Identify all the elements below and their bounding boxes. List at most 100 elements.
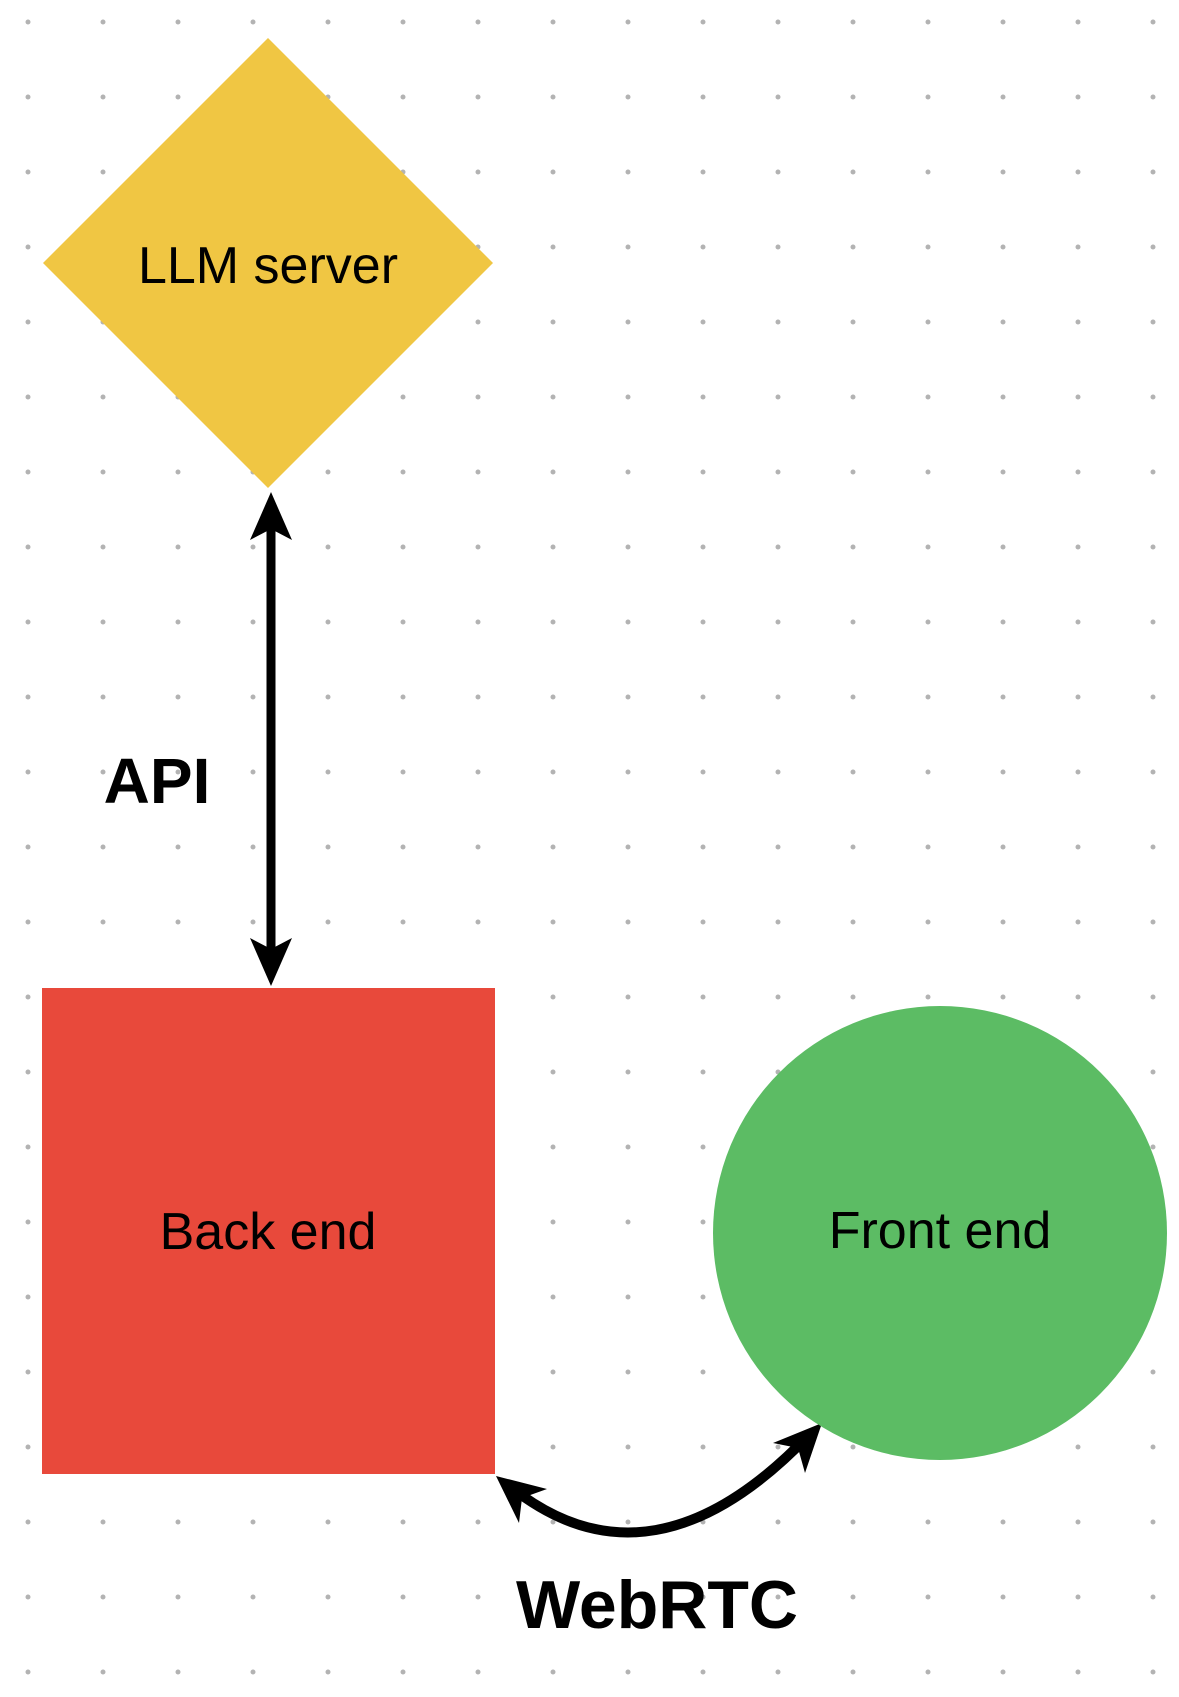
grid-dot — [700, 919, 706, 925]
edge-webrtc-arrow[interactable] — [496, 1423, 822, 1538]
grid-dot — [625, 169, 631, 175]
grid-dot — [100, 469, 106, 475]
node-front-end[interactable] — [713, 1006, 1167, 1460]
grid-dot — [925, 469, 931, 475]
grid-dot — [850, 94, 856, 100]
grid-dot — [1000, 394, 1006, 400]
grid-dot — [475, 469, 481, 475]
grid-dot — [925, 19, 931, 25]
webrtc-arrow-curve[interactable] — [508, 1432, 812, 1538]
edge-webrtc-label[interactable]: WebRTC — [516, 1567, 798, 1643]
edge-api-label[interactable]: API — [104, 745, 211, 817]
grid-dot — [1150, 169, 1156, 175]
grid-dot — [1150, 1594, 1156, 1600]
grid-dot — [1075, 619, 1081, 625]
grid-dot — [700, 19, 706, 25]
grid-dot — [700, 619, 706, 625]
arrowhead-upright-icon[interactable] — [773, 1423, 822, 1473]
grid-dot — [850, 769, 856, 775]
grid-dot — [625, 394, 631, 400]
grid-dot — [850, 394, 856, 400]
grid-dot — [25, 319, 31, 325]
grid-dot — [475, 1669, 481, 1675]
grid-dot — [550, 1294, 556, 1300]
grid-dot — [25, 1369, 31, 1375]
grid-dot — [550, 469, 556, 475]
grid-dot — [625, 844, 631, 850]
grid-dot — [1075, 319, 1081, 325]
grid-dot — [1075, 994, 1081, 1000]
grid-dot — [175, 469, 181, 475]
grid-dot — [400, 1594, 406, 1600]
grid-dot — [775, 844, 781, 850]
node-front-end-label[interactable]: Front end — [829, 1202, 1052, 1260]
grid-dot — [700, 994, 706, 1000]
grid-dot — [625, 1444, 631, 1450]
grid-dot — [475, 694, 481, 700]
grid-dot — [475, 919, 481, 925]
arrowhead-down-icon[interactable] — [250, 938, 292, 986]
grid-dot — [175, 769, 181, 775]
grid-dot — [925, 1594, 931, 1600]
grid-dot — [700, 844, 706, 850]
edge-api-arrow[interactable] — [250, 492, 292, 986]
grid-dot — [775, 1519, 781, 1525]
grid-dot — [1150, 1519, 1156, 1525]
grid-dot — [475, 319, 481, 325]
grid-dot — [1150, 619, 1156, 625]
node-llm-server-label[interactable]: LLM server — [138, 237, 398, 295]
grid-dot — [325, 1669, 331, 1675]
grid-dot — [700, 319, 706, 325]
grid-dot — [475, 769, 481, 775]
grid-dot — [1150, 694, 1156, 700]
node-back-end-label[interactable]: Back end — [160, 1203, 377, 1261]
arrowhead-up-icon[interactable] — [250, 492, 292, 540]
grid-dot — [550, 1144, 556, 1150]
grid-dot — [700, 1294, 706, 1300]
grid-dot — [550, 1669, 556, 1675]
grid-dot — [25, 19, 31, 25]
grid-dot — [625, 1594, 631, 1600]
grid-dot — [925, 769, 931, 775]
grid-dot — [550, 619, 556, 625]
grid-dot — [25, 1519, 31, 1525]
grid-dot — [850, 1444, 856, 1450]
grid-dot — [775, 769, 781, 775]
grid-dot — [25, 919, 31, 925]
grid-dot — [625, 694, 631, 700]
grid-dot — [100, 1519, 106, 1525]
grid-dot — [550, 19, 556, 25]
arrowhead-upleft-icon[interactable] — [496, 1476, 547, 1523]
grid-dot — [700, 469, 706, 475]
grid-dot — [175, 694, 181, 700]
grid-dot — [100, 1594, 106, 1600]
grid-dot — [925, 169, 931, 175]
grid-dot — [400, 619, 406, 625]
node-back-end[interactable] — [42, 988, 495, 1474]
grid-dot — [700, 694, 706, 700]
grid-dot — [625, 1144, 631, 1150]
node-llm-server[interactable] — [43, 38, 493, 488]
grid-dot — [1150, 94, 1156, 100]
grid-dot — [250, 1669, 256, 1675]
grid-dot — [325, 19, 331, 25]
grid-dot — [775, 994, 781, 1000]
grid-dot — [400, 94, 406, 100]
grid-dot — [1075, 844, 1081, 850]
grid-dot — [1000, 694, 1006, 700]
grid-dot — [25, 244, 31, 250]
grid-dot — [850, 619, 856, 625]
grid-dot — [25, 844, 31, 850]
grid-dot — [175, 94, 181, 100]
grid-dot — [625, 1219, 631, 1225]
grid-dot — [850, 994, 856, 1000]
grid-dot — [625, 469, 631, 475]
grid-dot — [25, 1594, 31, 1600]
grid-dot — [1150, 919, 1156, 925]
grid-dot — [25, 1669, 31, 1675]
grid-dot — [550, 94, 556, 100]
grid-dot — [1075, 919, 1081, 925]
grid-dot — [25, 694, 31, 700]
grid-dot — [1150, 319, 1156, 325]
